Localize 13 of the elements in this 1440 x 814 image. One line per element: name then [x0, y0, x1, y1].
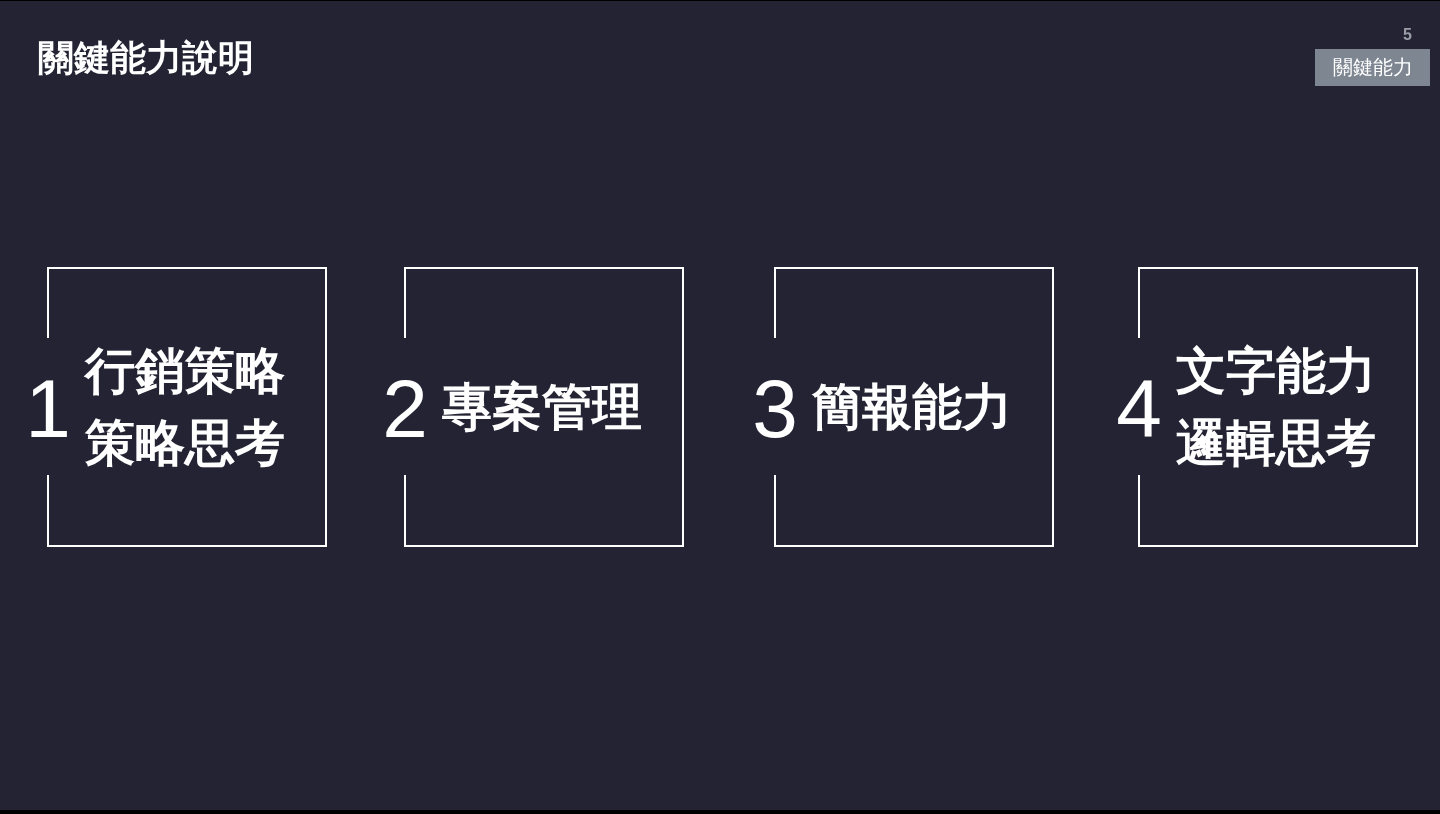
skill-label: 簡報能力 — [812, 378, 1012, 437]
skill-label: 專案管理 — [442, 378, 642, 437]
item-number: 1 — [25, 364, 71, 454]
slide-title: 關鍵能力說明 — [38, 36, 254, 80]
skill-label: 策略思考 — [85, 414, 285, 473]
page-number: 5 — [1403, 25, 1412, 45]
item-number: 3 — [752, 364, 798, 454]
item-number: 4 — [1116, 364, 1162, 454]
skill-label: 邏輯思考 — [1176, 414, 1376, 473]
skill-label: 文字能力 — [1176, 342, 1376, 401]
item-number: 2 — [382, 364, 428, 454]
section-tag: 關鍵能力 — [1315, 49, 1430, 86]
skill-label: 行銷策略 — [85, 342, 285, 401]
